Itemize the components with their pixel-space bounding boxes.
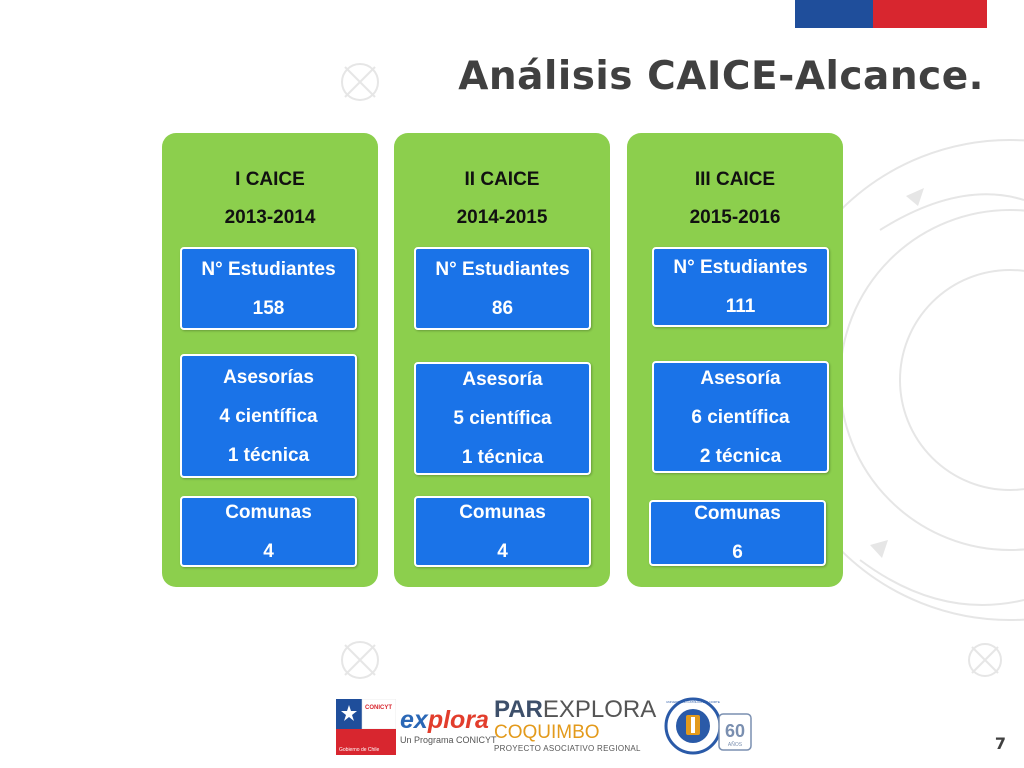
anniversary-caption: AÑOS bbox=[728, 741, 743, 748]
advice-technical: 2 técnica bbox=[699, 445, 782, 467]
students-label: N° Estudiantes bbox=[201, 258, 336, 280]
footer-logos: CONICYT Gobierno de Chile explora Un Pro… bbox=[336, 693, 756, 757]
students-label: N° Estudiantes bbox=[435, 258, 570, 280]
advice-scientific: 5 científica bbox=[453, 408, 552, 429]
students-label: N° Estudiantes bbox=[673, 257, 808, 278]
advice-technical: 1 técnica bbox=[461, 447, 544, 468]
column-years: 2013-2014 bbox=[224, 207, 316, 228]
column-name: I CAICE bbox=[235, 169, 305, 190]
conicyt-text: CONICYT bbox=[365, 705, 392, 711]
students-value: 158 bbox=[252, 297, 285, 319]
caice-column-1: I CAICE 2013-2014 N° Estudiantes 158 Ase… bbox=[162, 133, 378, 587]
par-region: COQUIMBO bbox=[494, 722, 600, 743]
flag-blue-stripe bbox=[795, 0, 873, 28]
caice-column-3: III CAICE 2015-2016 N° Estudiantes 111 A… bbox=[627, 133, 843, 587]
students-box: N° Estudiantes 111 bbox=[652, 247, 829, 327]
advice-technical: 1 técnica bbox=[227, 444, 310, 466]
advice-label: Asesorías bbox=[223, 366, 314, 388]
advice-box: Asesoría 5 científica 1 técnica bbox=[414, 362, 591, 475]
anniversary-number: 60 bbox=[725, 721, 745, 741]
communes-box: Comunas 4 bbox=[414, 496, 591, 567]
advice-label: Asesoría bbox=[462, 369, 543, 390]
communes-value: 4 bbox=[497, 540, 508, 562]
par-rest: EXPLORA bbox=[542, 696, 657, 723]
anniversary-60-icon: 60 AÑOS bbox=[718, 713, 752, 751]
university-seal-icon: UNIVERSIDAD CATÓLICA DEL NORTE bbox=[664, 697, 722, 755]
seal-text: UNIVERSIDAD CATÓLICA DEL NORTE bbox=[666, 699, 720, 704]
communes-value: 4 bbox=[263, 540, 274, 562]
students-value: 86 bbox=[491, 297, 514, 319]
explora-word-ex: ex bbox=[400, 706, 428, 734]
communes-label: Comunas bbox=[694, 503, 781, 524]
gobierno-caption: Gobierno de Chile bbox=[339, 747, 380, 753]
parexplora-logo: PAREXPLORA COQUIMBO PROYECTO ASOCIATIVO … bbox=[494, 696, 657, 754]
header-flag-bar bbox=[795, 0, 987, 28]
explora-word-rest: plora bbox=[427, 706, 489, 734]
column-name: II CAICE bbox=[464, 169, 540, 190]
communes-label: Comunas bbox=[459, 501, 546, 523]
advice-box: Asesorías 4 científica 1 técnica bbox=[180, 354, 357, 478]
column-name: III CAICE bbox=[694, 169, 776, 190]
explora-logo: explora Un Programa CONICYT bbox=[400, 707, 497, 745]
advice-scientific: 6 científica bbox=[691, 406, 790, 428]
par-bold: PAR bbox=[494, 696, 543, 723]
students-box: N° Estudiantes 158 bbox=[180, 247, 357, 330]
communes-box: Comunas 4 bbox=[180, 496, 357, 567]
par-caption: PROYECTO ASOCIATIVO REGIONAL bbox=[494, 744, 641, 753]
column-years: 2015-2016 bbox=[689, 207, 781, 228]
advice-scientific: 4 científica bbox=[219, 405, 318, 427]
flag-red-stripe bbox=[873, 0, 987, 28]
communes-label: Comunas bbox=[225, 501, 312, 523]
slide-title: Análisis CAICE-Alcance. bbox=[458, 54, 984, 99]
gobierno-chile-logo: CONICYT Gobierno de Chile bbox=[336, 699, 396, 755]
explora-subtitle: Un Programa CONICYT bbox=[400, 735, 497, 745]
caice-column-2: II CAICE 2014-2015 N° Estudiantes 86 Ase… bbox=[394, 133, 610, 587]
column-years: 2014-2015 bbox=[456, 207, 548, 228]
communes-value: 6 bbox=[732, 542, 743, 563]
students-value: 111 bbox=[725, 296, 756, 317]
advice-label: Asesoría bbox=[700, 367, 781, 389]
communes-box: Comunas 6 bbox=[649, 500, 826, 566]
page-number: 7 bbox=[994, 734, 1006, 753]
advice-box: Asesoría 6 científica 2 técnica bbox=[652, 361, 829, 473]
students-box: N° Estudiantes 86 bbox=[414, 247, 591, 330]
